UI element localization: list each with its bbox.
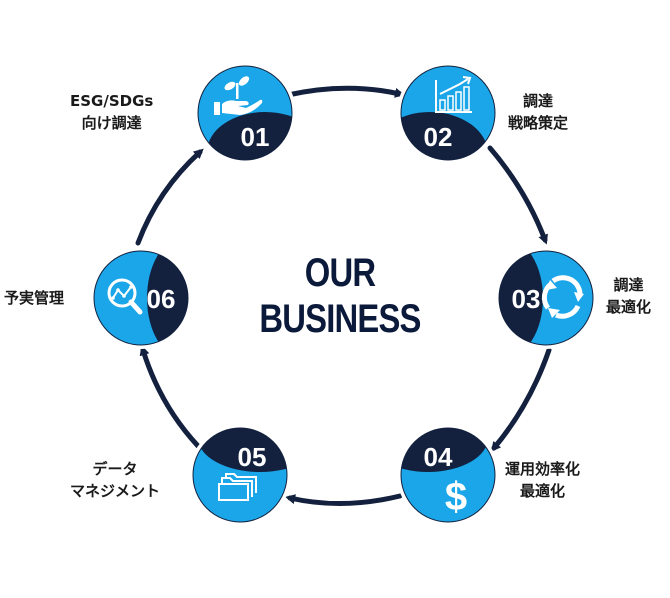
folder-icon — [218, 473, 257, 501]
step-02-node[interactable]: 02 — [372, 62, 499, 196]
center-title-line1: OUR — [304, 251, 376, 295]
center-title-line2: BUSINESS — [259, 297, 421, 341]
label-line: マネジメント — [70, 482, 161, 500]
step-number: 02 — [424, 122, 453, 152]
label-line: 最適化 — [520, 482, 566, 500]
step-01-label: ESG/SDGs 向け調達 — [70, 90, 153, 134]
label-line: ESG/SDGs — [70, 92, 154, 110]
center-title: OUR BUSINESS — [258, 250, 422, 342]
step-06-label: 予実管理 — [4, 287, 64, 309]
step-03-label: 調達 最適化 — [606, 274, 651, 318]
step-number: 06 — [147, 284, 176, 314]
arrow-04-05 — [285, 493, 403, 507]
label-line: 戦略策定 — [508, 114, 569, 132]
step-number: 05 — [238, 442, 267, 472]
step-06-node[interactable]: 06 — [90, 238, 219, 358]
step-05-node[interactable]: 05 — [189, 404, 322, 526]
arrow-02-03 — [487, 145, 548, 245]
step-04-label: 運用効率化 最適化 — [505, 458, 580, 502]
step-04-node[interactable]: 04 $ — [368, 404, 499, 526]
arrow-06-01 — [135, 148, 204, 246]
step-05-label: データ マネジメント — [70, 458, 160, 502]
label-line: 最適化 — [606, 298, 652, 316]
label-line: データ — [92, 460, 138, 478]
cycle-arrows — [135, 85, 552, 507]
step-03-node[interactable]: 03 — [467, 238, 597, 358]
step-02-label: 調達 戦略策定 — [508, 90, 568, 134]
arrow-01-02 — [285, 85, 405, 98]
magnifier-chart-icon — [107, 278, 143, 315]
step-01-node[interactable]: 01 — [194, 62, 323, 192]
label-line: 向け調達 — [81, 114, 142, 132]
arrow-05-06 — [139, 345, 201, 449]
dollar-icon: $ — [445, 475, 467, 519]
label-line: 予実管理 — [4, 289, 65, 307]
step-number: 04 — [424, 442, 453, 472]
label-line: 運用効率化 — [505, 460, 581, 478]
step-number: 01 — [241, 122, 270, 152]
arrow-03-04 — [490, 347, 552, 452]
label-line: 調達 — [613, 276, 644, 294]
step-number: 03 — [512, 284, 541, 314]
label-line: 調達 — [523, 92, 554, 110]
bar-chart-icon — [435, 76, 472, 113]
plant-in-hand-icon — [214, 76, 263, 115]
